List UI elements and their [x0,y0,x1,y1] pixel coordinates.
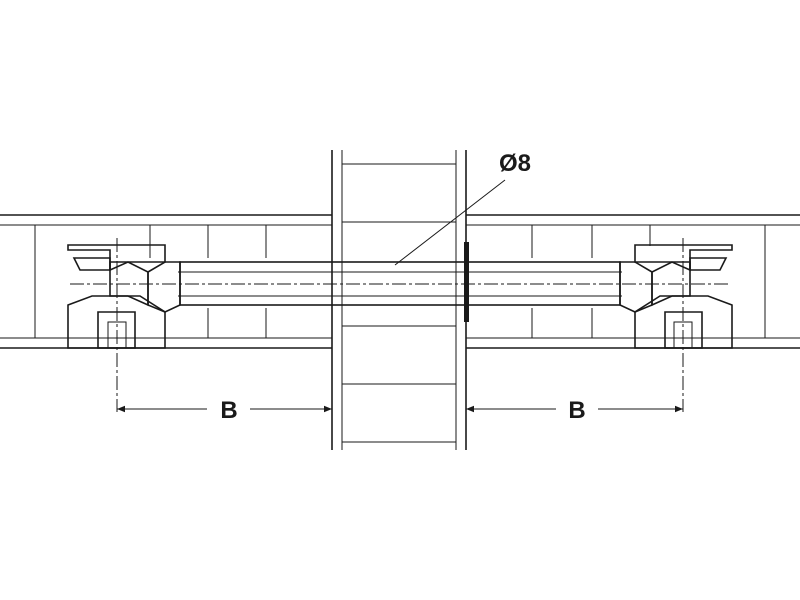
right-panel [466,214,800,349]
axis-lines [116,238,684,412]
right-panel-cells [531,225,766,338]
center-panel-cells [342,163,456,443]
washer [464,242,469,322]
dimension-left-label: B [220,397,237,424]
connecting-bolt [147,242,653,322]
left-panel [0,214,332,349]
diameter-leader-line [394,179,506,266]
diameter-label: Ø8 [499,150,531,177]
dimension-right-label: B [568,397,585,424]
center-panel [331,150,467,450]
left-panel-cells [34,225,267,338]
